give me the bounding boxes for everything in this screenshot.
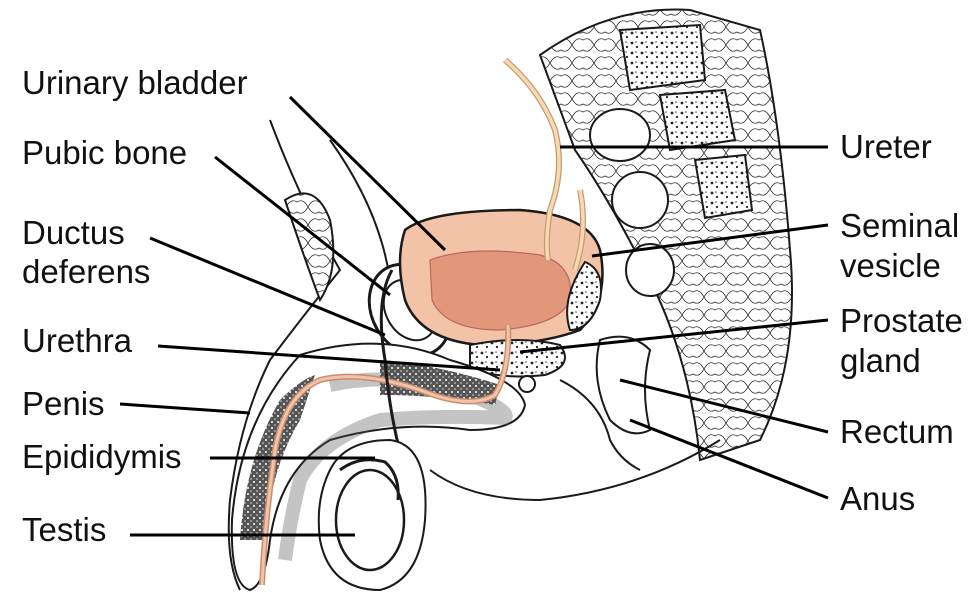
bladder-lumen — [430, 251, 571, 330]
label-prostate-gland-line1: Prostate — [840, 302, 963, 339]
label-prostate-gland-line2: gland — [840, 342, 921, 379]
buttock-outline — [430, 440, 720, 500]
label-rectum: Rectum — [840, 413, 954, 450]
abdomen-wall — [330, 140, 390, 280]
label-urethra: Urethra — [22, 322, 133, 359]
label-seminal-vesicle-line2: vesicle — [840, 247, 941, 284]
label-epididymis: Epididymis — [22, 438, 182, 475]
bulbourethral-gland — [519, 376, 535, 392]
rectum-loop-1 — [590, 109, 650, 161]
label-penis: Penis — [22, 385, 105, 422]
pelvis-illustration — [229, 10, 792, 590]
vertebra-2 — [660, 90, 735, 150]
testis-body — [336, 470, 404, 570]
label-ductus-deferens-line2: deferens — [22, 253, 150, 290]
label-urinary-bladder: Urinary bladder — [22, 64, 248, 101]
label-anus: Anus — [840, 480, 915, 517]
label-testis: Testis — [22, 511, 106, 548]
fat-tissue — [285, 193, 333, 300]
vertebra-3 — [695, 155, 752, 218]
rectum-loop-2 — [612, 172, 668, 228]
vertebra-1 — [620, 25, 705, 90]
label-ureter: Ureter — [840, 128, 932, 165]
leader-penis — [120, 404, 250, 413]
label-ductus-deferens-line1: Ductus — [22, 214, 125, 251]
label-seminal-vesicle-line1: Seminal — [840, 207, 959, 244]
label-pubic-bone: Pubic bone — [22, 134, 187, 171]
leader-ductus-deferens — [150, 238, 385, 335]
